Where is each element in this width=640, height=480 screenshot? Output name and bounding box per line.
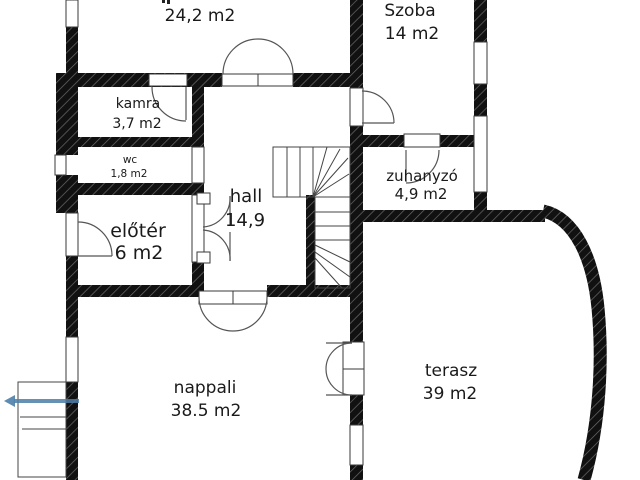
window-left-top <box>65 0 79 28</box>
window-terasz-wall <box>349 424 364 466</box>
room-label-terasz: terasz <box>425 361 477 381</box>
staircase <box>272 146 351 289</box>
door-panel <box>342 368 365 396</box>
window-szoba-right-lower <box>473 115 488 193</box>
door-swing-arc <box>405 149 440 184</box>
room-label-wc: wc <box>123 154 138 166</box>
room-label-szoba-area: 14 m2 <box>385 24 439 44</box>
wall-hall-szoba-upper <box>350 0 363 88</box>
room-label-zuhanyzo-area: 4,9 m2 <box>395 185 448 203</box>
door-panel <box>342 341 365 370</box>
door-panel <box>232 290 268 305</box>
room-label-terasz-area: 39 m2 <box>423 384 477 404</box>
stair-winder <box>312 146 328 198</box>
door-opening-szoba <box>349 87 364 127</box>
room-label-hall-area: 14,9 <box>225 210 265 231</box>
door-swing-arc <box>325 368 353 396</box>
stair-winder <box>314 251 351 278</box>
entrance-steps <box>4 381 79 478</box>
door-swing-arc <box>325 342 353 370</box>
stair-upper-run <box>272 146 351 198</box>
room-label-zuhanyzo: zuhanyzó <box>386 167 458 185</box>
wall-nappali-terasz-lower <box>350 465 363 480</box>
window-nappali <box>65 336 79 383</box>
window-wc <box>54 154 67 176</box>
door-opening-entry <box>65 212 79 257</box>
room-label-wc-area: 1,8 m2 <box>111 168 148 180</box>
stair-lower-run <box>314 196 351 289</box>
stair-winder <box>312 173 350 198</box>
window-szoba-right-upper <box>473 41 488 85</box>
entrance-arrow-icon <box>4 395 15 407</box>
wall-right-mid <box>474 84 487 116</box>
stair-winder <box>314 257 343 289</box>
door-swing-arc <box>202 195 231 228</box>
door-jamb <box>196 192 211 205</box>
stair-winder <box>314 244 351 263</box>
wall-terasz-top <box>350 210 545 222</box>
wall-left-nappali <box>66 382 78 480</box>
wall-kamra-wc <box>56 137 204 147</box>
wall-kamra-hall <box>192 73 204 147</box>
door-swing-arc <box>77 221 113 257</box>
door-panel <box>257 73 294 87</box>
room-label-24m2-area: 24,2 m2 <box>165 6 236 26</box>
door-panel <box>221 73 259 87</box>
wall-szoba-zuhanyzo-right <box>440 135 474 147</box>
wall-szoba-zuhanyzo-left <box>363 135 405 147</box>
door-swing-arc <box>202 229 231 262</box>
door-panel <box>148 73 188 87</box>
door-swing-arc <box>151 86 187 122</box>
door-panel <box>198 290 234 305</box>
door-swing-arc <box>222 38 259 75</box>
room-label-kamra-area: 3,7 m2 <box>112 116 161 132</box>
wall-right-upper <box>474 0 487 42</box>
wall-top-right <box>293 73 363 87</box>
room-label-nappali: nappali <box>174 378 237 398</box>
door-panel <box>403 133 441 148</box>
room-label-eloter: előtér <box>110 220 166 242</box>
wall-nappali-top-left <box>66 285 199 297</box>
door-jamb <box>196 251 211 264</box>
door-swing-arc <box>232 296 268 332</box>
room-label-nappali-area: 38.5 m2 <box>171 401 242 421</box>
wall-nappali-terasz-upper <box>350 297 363 342</box>
room-label-hall: hall <box>230 186 262 207</box>
wall-wc-eloter <box>56 183 204 195</box>
wall-left-upper <box>66 27 78 155</box>
clipped-text-mark <box>162 0 165 3</box>
doors <box>65 38 441 396</box>
wall-nappali-terasz-mid <box>350 395 363 425</box>
clipped-text-mark <box>167 0 170 4</box>
door-swing-arc <box>257 38 294 75</box>
wall-terasz-curved <box>541 204 607 480</box>
stair-winder <box>312 148 341 198</box>
wall-stair-side <box>306 195 315 285</box>
room-label-kamra: kamra <box>116 96 160 112</box>
door-swing-arc <box>198 296 234 332</box>
room-labels: 24,2 m2 Szoba 14 m2 kamra 3,7 m2 wc 1,8 … <box>110 1 477 421</box>
wall-left-thick-upper <box>56 73 66 155</box>
door-swing-arc <box>361 90 395 124</box>
room-label-eloter-area: 6 m2 <box>115 242 164 264</box>
windows <box>54 0 488 466</box>
opening-wc-hall <box>191 146 205 184</box>
room-label-szoba: Szoba <box>384 1 435 21</box>
stair-winder <box>312 157 349 198</box>
